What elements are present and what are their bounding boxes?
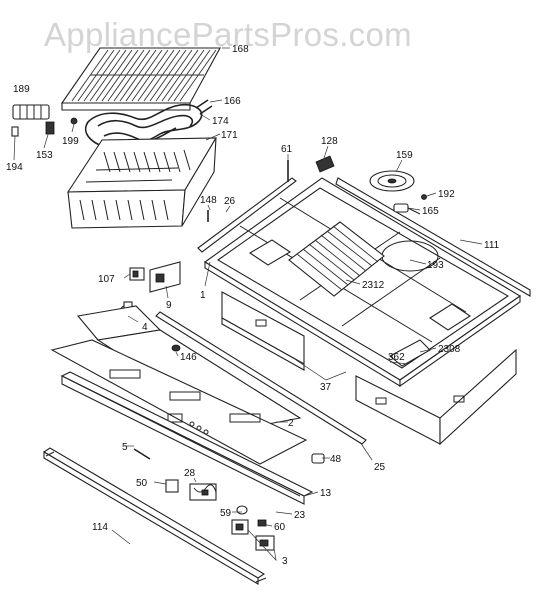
- callout-13: 13: [320, 488, 332, 499]
- control-panel: [50, 305, 308, 465]
- callout-192: 192: [438, 189, 455, 200]
- tub-right: [355, 348, 517, 446]
- callout-25: 25: [374, 462, 386, 473]
- side-rail-left: [197, 177, 297, 253]
- trim-strip-25: [155, 311, 367, 445]
- callout-labels: 168 189 166 174 171 199 153 194 61 128 1…: [6, 44, 500, 567]
- callout-26: 26: [224, 196, 236, 207]
- callout-174: 174: [212, 116, 229, 127]
- terminal-block-189: [12, 104, 50, 120]
- callout-165: 165: [422, 206, 439, 217]
- callout-168: 168: [232, 44, 249, 55]
- callout-2308: 2308: [438, 344, 461, 355]
- clip-48: [311, 453, 325, 464]
- callout-111: 111: [484, 240, 500, 251]
- callout-362: 362: [388, 352, 405, 363]
- trim-13: [60, 371, 314, 505]
- callout-193: 193: [427, 260, 444, 271]
- bottom-rail-114: [42, 447, 267, 585]
- callout-153: 153: [36, 150, 53, 161]
- small-grate-2312: [288, 221, 385, 297]
- callout-128: 128: [321, 136, 338, 147]
- callout-171: 171: [221, 130, 238, 141]
- switch-3-lower: [255, 535, 275, 551]
- callout-4: 4: [142, 322, 148, 333]
- callout-166: 166: [224, 96, 241, 107]
- callout-1: 1: [200, 290, 206, 301]
- callout-159: 159: [396, 150, 413, 161]
- callout-199: 199: [62, 136, 79, 147]
- switch-107: [129, 267, 145, 281]
- callout-107: 107: [98, 274, 115, 285]
- callout-23: 23: [294, 510, 306, 521]
- grill-pan: [66, 137, 217, 229]
- grill-grate: [60, 47, 221, 111]
- callout-28: 28: [184, 468, 196, 479]
- plug-59: [236, 505, 248, 515]
- callout-37: 37: [320, 382, 332, 393]
- switch-9: [149, 261, 181, 293]
- harness-28: [189, 483, 217, 501]
- callout-189: 189: [13, 84, 30, 95]
- callout-3: 3: [282, 556, 288, 567]
- screw-5: [133, 448, 151, 460]
- callout-50: 50: [136, 478, 148, 489]
- callout-2: 2: [288, 418, 294, 429]
- screw-199: [70, 117, 78, 125]
- switch-3-upper: [231, 519, 249, 535]
- leader-lines: [13, 47, 483, 562]
- callout-59: 59: [220, 508, 232, 519]
- side-rail-right: [335, 177, 531, 297]
- clip-60: [257, 519, 267, 527]
- screw-146: [171, 344, 181, 352]
- callout-114: 114: [92, 522, 108, 533]
- callout-148: 148: [200, 195, 217, 206]
- callout-5: 5: [122, 442, 128, 453]
- tub-left: [221, 291, 305, 371]
- callout-61: 61: [281, 144, 293, 155]
- callout-48: 48: [330, 454, 342, 465]
- watermark-text: AppliancePartsPros.com: [44, 16, 412, 53]
- burner-159: [369, 170, 415, 192]
- bracket-50: [165, 479, 179, 493]
- callout-2312: 2312: [362, 280, 385, 291]
- clip-194: [11, 126, 19, 137]
- callout-146: 146: [180, 352, 197, 363]
- callout-194: 194: [6, 162, 23, 173]
- callout-60: 60: [274, 522, 286, 533]
- callout-9: 9: [166, 300, 172, 311]
- corner-bracket-128: [315, 155, 335, 173]
